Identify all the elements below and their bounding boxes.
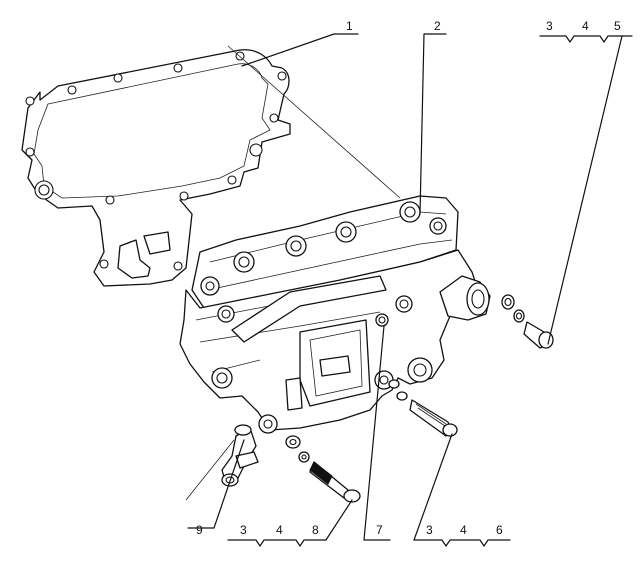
lower-center-fasteners [285, 435, 361, 503]
elbow-fitting-part [221, 424, 259, 487]
callout-6: 6 [496, 523, 503, 537]
callout-labels: 1 2 3 4 5 9 3 4 8 7 3 4 6 [196, 19, 621, 537]
callout-3-top: 3 [546, 19, 553, 33]
callout-5: 5 [614, 19, 621, 33]
callout-1: 1 [346, 19, 353, 33]
callout-3-bottom-left: 3 [240, 523, 247, 537]
callout-4-bottom-right: 4 [460, 523, 467, 537]
callout-8: 8 [312, 523, 319, 537]
leader-lines [185, 33, 633, 547]
callout-2: 2 [434, 19, 441, 33]
callout-4-bottom-left: 4 [276, 523, 283, 537]
callout-4-top: 4 [582, 19, 589, 33]
callout-7: 7 [376, 523, 383, 537]
callout-9: 9 [196, 523, 203, 537]
callout-3-bottom-right: 3 [426, 523, 433, 537]
upper-right-fasteners [501, 294, 554, 349]
cooler-housing-part [179, 195, 491, 434]
lower-right-fasteners [388, 379, 458, 437]
